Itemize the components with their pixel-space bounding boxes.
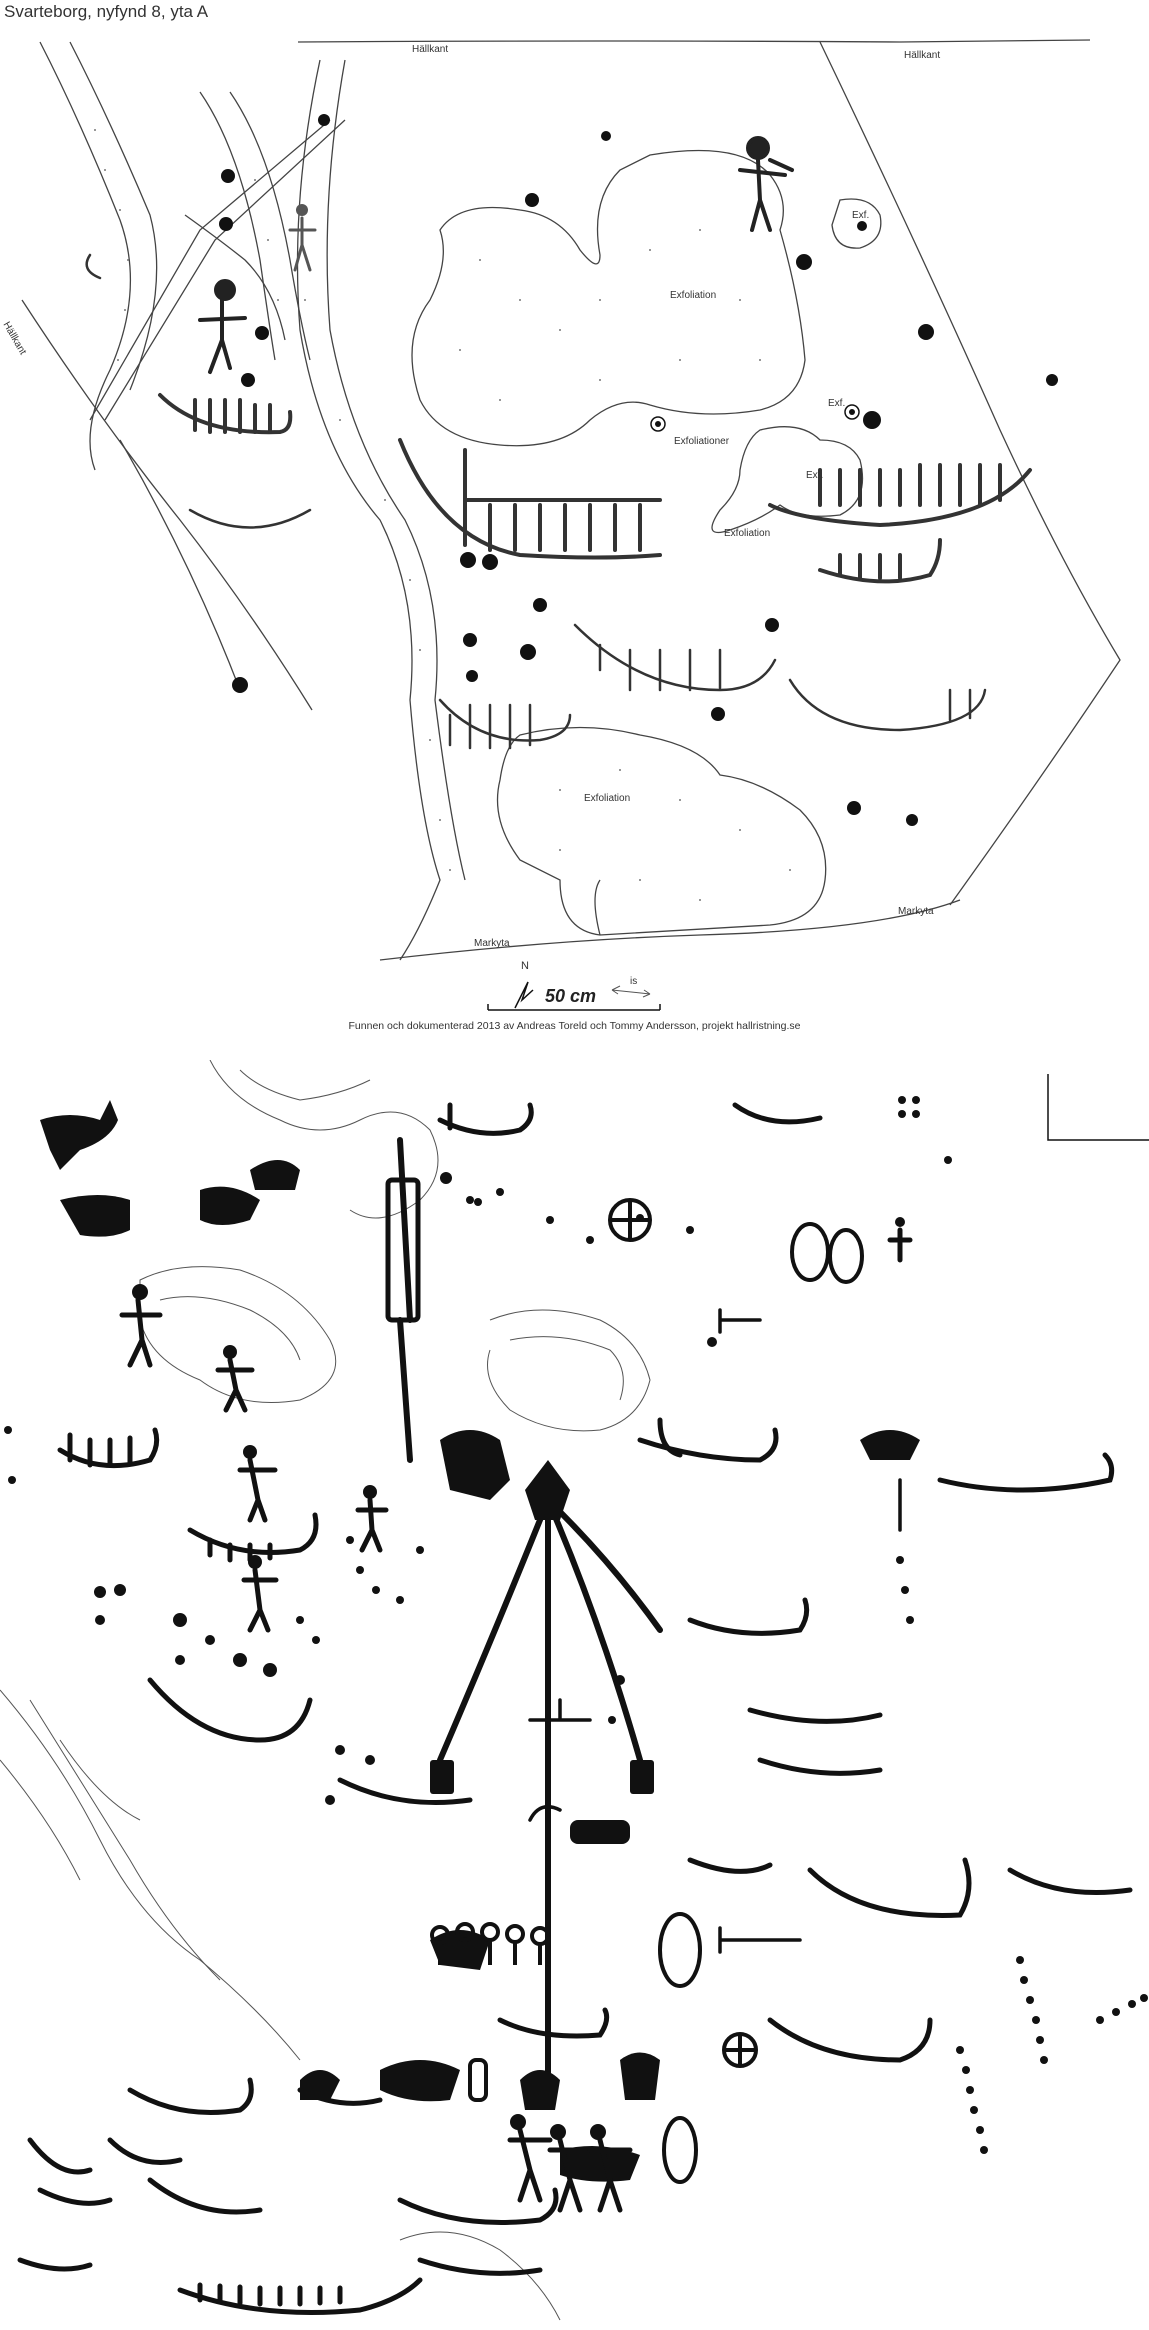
petroglyph-drawing [0, 1060, 1149, 2321]
animal-figure [40, 1100, 118, 1170]
corner-bracket [1047, 1074, 1149, 1141]
scale-label: 50 cm [545, 986, 597, 1006]
rock-edge-right [819, 41, 1121, 906]
label-exfoliationer: Exfoliationer [674, 436, 730, 447]
exfoliation-area-upper [411, 149, 806, 447]
north-arrow-label: N [521, 960, 529, 972]
fissure-left [39, 41, 132, 471]
label-exfoliation-lower: Exfoliation [584, 793, 631, 804]
label-markyta-left: Markyta [474, 938, 510, 949]
scale-bar [487, 981, 661, 1011]
ground-line [379, 899, 961, 961]
label-exf-3: Exf. [806, 470, 824, 481]
label-exfoliation-upper: Exfoliation [670, 290, 717, 301]
credit-line: Funnen och dokumenterad 2013 av Andreas … [348, 1020, 801, 1032]
label-exf-1: Exf. [852, 210, 870, 221]
fissure-long [296, 59, 441, 961]
label-exfoliation-middle: Exfoliation [724, 528, 771, 539]
exfoliation-middle [711, 426, 864, 534]
label-exf-2: Exf. [828, 398, 846, 409]
exfoliation-area-lower [496, 726, 827, 936]
ship-figure [437, 1102, 534, 1136]
label-hallkant-top-right: Hällkant [904, 50, 941, 61]
human-figure [119, 1297, 163, 1368]
label-markyta-right: Markyta [898, 906, 934, 917]
animal-figures [40, 1100, 920, 2182]
scale-is-label: is [630, 976, 638, 987]
page-title: Svarteborg, nyfynd 8, yta A [4, 2, 209, 21]
footprint-symbol [790, 1222, 830, 1282]
central-figure [397, 1137, 663, 2083]
figure-human [198, 136, 794, 374]
ship-figure [158, 393, 293, 435]
cup-mark [318, 114, 330, 126]
label-hallkant-top: Hällkant [412, 44, 449, 55]
human-figures [119, 1227, 913, 2213]
exfoliation-small [831, 198, 882, 249]
rock-edge-top [297, 39, 1091, 43]
survey-drawing [21, 39, 1121, 961]
ship-figures [17, 1102, 1133, 2315]
rock-edge-left [21, 299, 313, 711]
